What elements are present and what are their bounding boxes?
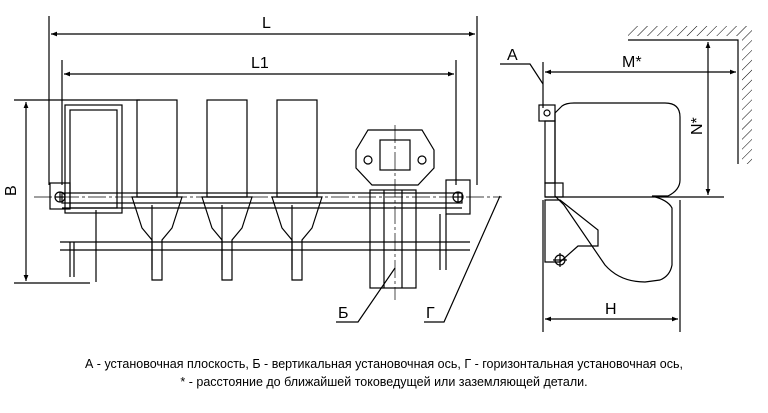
pole-3 xyxy=(271,99,323,281)
legend-caption: А - установочная плоскость, Б - вертикал… xyxy=(0,355,768,391)
label-G: Г xyxy=(426,305,435,322)
pole-1 xyxy=(131,99,183,281)
label-N: N* xyxy=(689,117,706,135)
label-H: H xyxy=(605,301,617,318)
label-A: A xyxy=(507,47,518,64)
label-M: M* xyxy=(622,54,642,71)
caption-line-2: * - расстояние до ближайшей токоведущей … xyxy=(180,375,588,389)
label-B: B xyxy=(3,185,20,196)
side-view xyxy=(500,26,752,332)
label-L1: L1 xyxy=(251,55,269,72)
label-B-cyrillic: Б xyxy=(338,305,349,322)
pole-2 xyxy=(201,99,253,281)
label-L: L xyxy=(262,15,271,32)
technical-drawing: L L1 B M* N* H A Б Г xyxy=(3,15,752,332)
front-view xyxy=(14,16,502,323)
caption-line-1: А - установочная плоскость, Б - вертикал… xyxy=(85,357,683,371)
